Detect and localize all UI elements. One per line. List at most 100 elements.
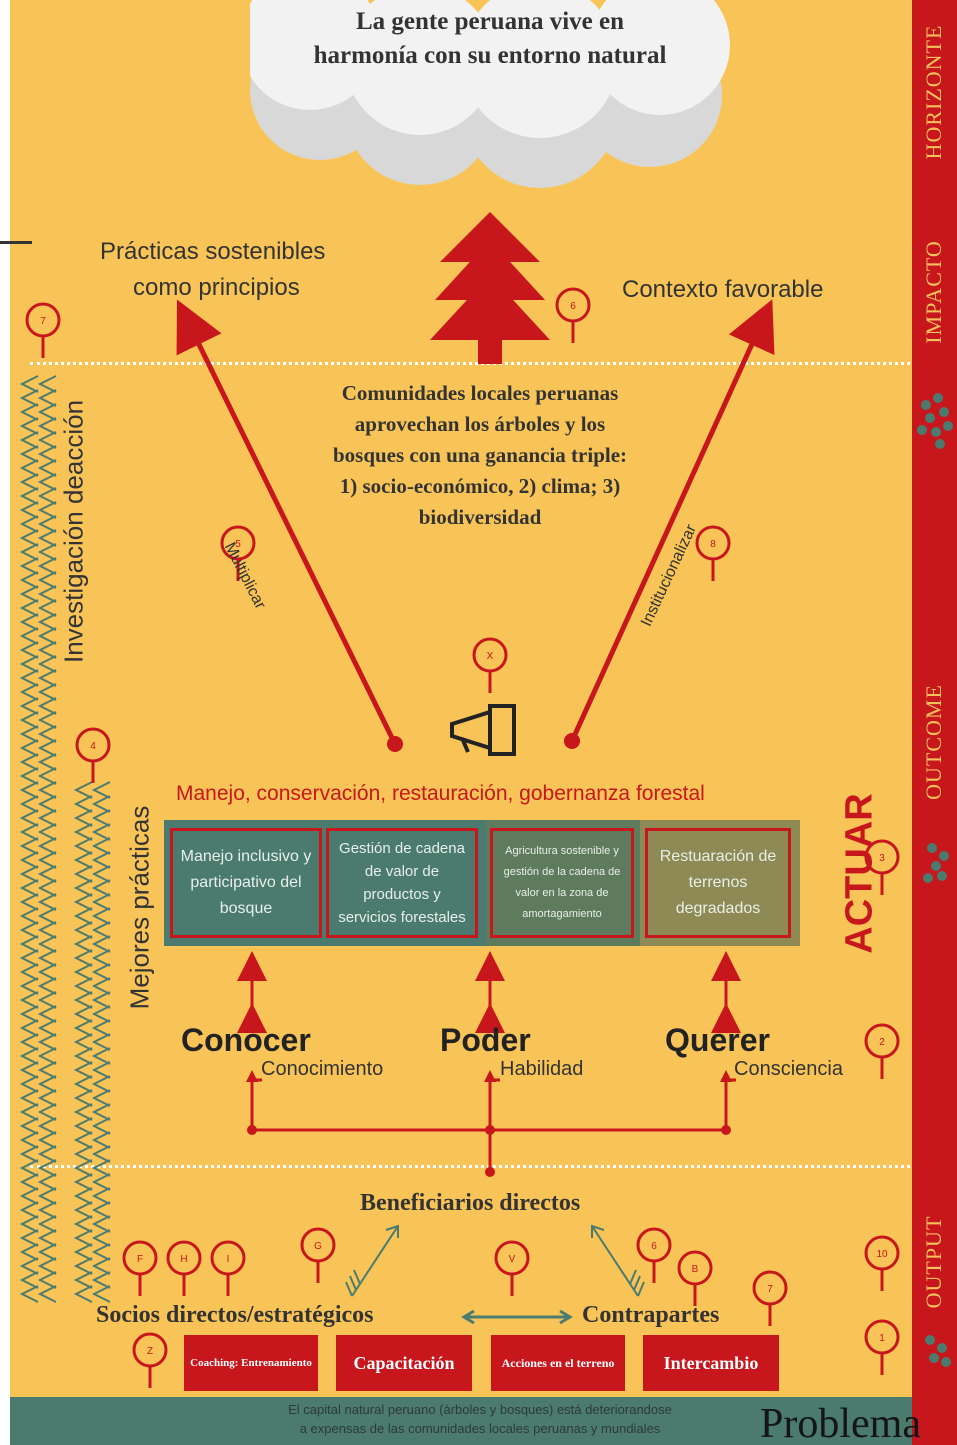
chevron-icon (73, 963, 93, 981)
chevron-icon (19, 613, 39, 631)
chevron-icon (19, 1229, 39, 1247)
marker-pin-icon: H (166, 1240, 202, 1296)
chevron-icon (37, 389, 57, 407)
chevron-icon (19, 879, 39, 897)
chevron-icon (73, 1159, 93, 1177)
chevron-icon (91, 865, 111, 883)
actuar-box-3: Agricultura sostenible y gestión de la c… (490, 828, 634, 938)
chevron-icon (19, 1131, 39, 1149)
pillar-querer: Querer (665, 1022, 770, 1058)
chevron-icon (19, 683, 39, 701)
marker-label: 4 (90, 741, 96, 752)
chevron-icon (73, 977, 93, 995)
marker-pin-icon: 8 (695, 525, 731, 581)
chevron-icon (19, 487, 39, 505)
chevron-icon (91, 949, 111, 967)
marker-label: 1 (879, 1333, 885, 1344)
chevron-icon (19, 1117, 39, 1135)
chevron-icon (37, 543, 57, 561)
chevron-icon (37, 865, 57, 883)
chevron-icon (37, 515, 57, 533)
chevron-icon (37, 1215, 57, 1233)
chevron-icon (37, 795, 57, 813)
chevron-icon (37, 431, 57, 449)
chevron-icon (19, 655, 39, 673)
corner-rule (0, 241, 32, 244)
goal-line-1: La gente peruana vive en (355, 8, 625, 35)
chevron-icon (37, 781, 57, 799)
impact-left-line-2: como principios (133, 274, 300, 301)
chevron-icon (19, 375, 39, 393)
chevron-icon (91, 963, 111, 981)
chevron-icon (73, 1047, 93, 1065)
chevron-icon (73, 1061, 93, 1079)
chevron-icon (91, 1229, 111, 1247)
problem-line-1: El capital natural peruano (árboles y bo… (288, 1402, 672, 1417)
chevron-icon (37, 1257, 57, 1275)
chevron-icon (19, 1187, 39, 1205)
chevron-icon (37, 487, 57, 505)
chevron-icon (19, 893, 39, 911)
capacitacion-button: Capacitación (336, 1335, 472, 1391)
chevron-icon (37, 1229, 57, 1247)
chevron-icon (37, 599, 57, 617)
chevron-icon (19, 991, 39, 1009)
chevron-icon (19, 711, 39, 729)
goal-statement: La gente peruana vive en harmonía con su… (270, 5, 710, 73)
chevron-icon (37, 501, 57, 519)
chevron-icon (19, 837, 39, 855)
chevron-icon (37, 403, 57, 421)
chevron-icon (91, 1215, 111, 1233)
chevron-icon (19, 417, 39, 435)
chevron-icon (73, 991, 93, 1009)
chevron-icon (91, 893, 111, 911)
chevron-icon (37, 1131, 57, 1149)
chevron-icon (37, 1173, 57, 1191)
chevron-icon (37, 1145, 57, 1163)
actuar-panel-left (164, 820, 486, 946)
chevron-icon (19, 1145, 39, 1163)
chevron-icon (19, 739, 39, 757)
marker-pin-icon: F (122, 1240, 158, 1296)
chevron-icon (37, 1005, 57, 1023)
chevron-icon (37, 445, 57, 463)
chevron-icon (19, 1075, 39, 1093)
chevron-icon (73, 1271, 93, 1289)
chevron-icon (91, 1103, 111, 1121)
chevron-icon (73, 1145, 93, 1163)
chevron-icon (73, 949, 93, 967)
chevron-icon (37, 1103, 57, 1121)
chevron-icon (73, 1285, 93, 1303)
pillar-conocer: Conocer (181, 1022, 311, 1058)
chevron-icon (19, 501, 39, 519)
outcome-line-1: Comunidades locales peruanas (341, 381, 619, 405)
chevron-icon (73, 795, 93, 813)
chevron-icon (73, 921, 93, 939)
chevron-icon (37, 1089, 57, 1107)
chevron-icon (19, 865, 39, 883)
chevron-icon (37, 1075, 57, 1093)
goal-line-2: harmonía con su entorno natural (313, 42, 667, 69)
chevron-icon (37, 1061, 57, 1079)
chevron-icon (37, 1117, 57, 1135)
chevron-icon (19, 431, 39, 449)
chevron-icon (37, 571, 57, 589)
chevron-icon (19, 1005, 39, 1023)
chevron-icon (19, 697, 39, 715)
chevron-icon (73, 781, 93, 799)
chevron-icon (37, 711, 57, 729)
beneficiarios-label: Beneficiarios directos (360, 1190, 581, 1216)
practice-chevrons (73, 781, 111, 1303)
marker-label: F (137, 1254, 143, 1265)
marker-label: 6 (651, 1241, 657, 1252)
chevron-icon (73, 893, 93, 911)
chevron-icon (91, 1075, 111, 1093)
chevron-icon (19, 809, 39, 827)
coaching-button: Coaching: Entrenamiento (184, 1335, 318, 1391)
actuar-label: ACTUAR (838, 793, 881, 954)
chevron-icon (19, 1201, 39, 1219)
chevron-icon (91, 1033, 111, 1051)
chevron-icon (73, 1033, 93, 1051)
chevron-icon (19, 1047, 39, 1065)
